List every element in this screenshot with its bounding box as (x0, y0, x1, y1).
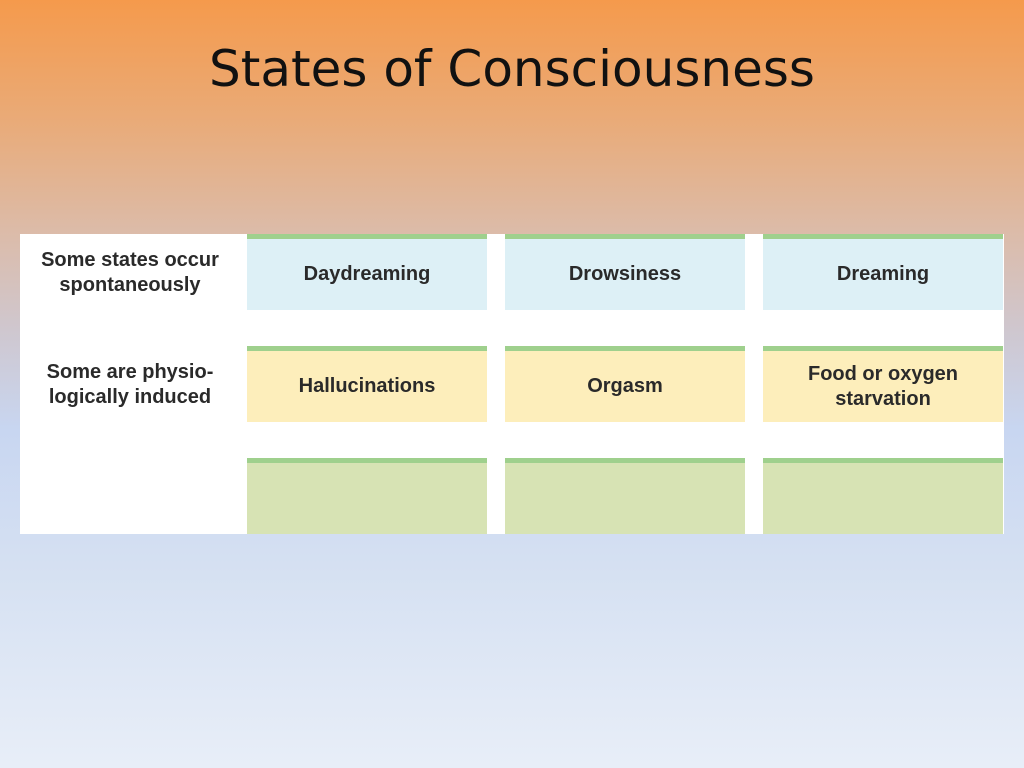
cell-empty-3 (763, 458, 1003, 534)
row-label-physiological: Some are physio- logically induced (46, 361, 214, 408)
cell-daydreaming: Daydreaming (247, 234, 487, 310)
cell-food-oxygen-starvation: Food or oxygen starvation (763, 346, 1003, 422)
cell-empty-2 (505, 458, 745, 534)
slide-title: States of Consciousness (209, 40, 815, 98)
cell-hallucinations: Hallucinations (247, 346, 487, 422)
states-table: Some states occur spontaneously Daydream… (20, 234, 1004, 534)
cell-empty-1 (247, 458, 487, 534)
cell-dreaming: Dreaming (763, 234, 1003, 310)
cell-drowsiness: Drowsiness (505, 234, 745, 310)
cell-orgasm: Orgasm (505, 346, 745, 422)
row-label-spontaneous: Some states occur spontaneously (41, 249, 219, 296)
